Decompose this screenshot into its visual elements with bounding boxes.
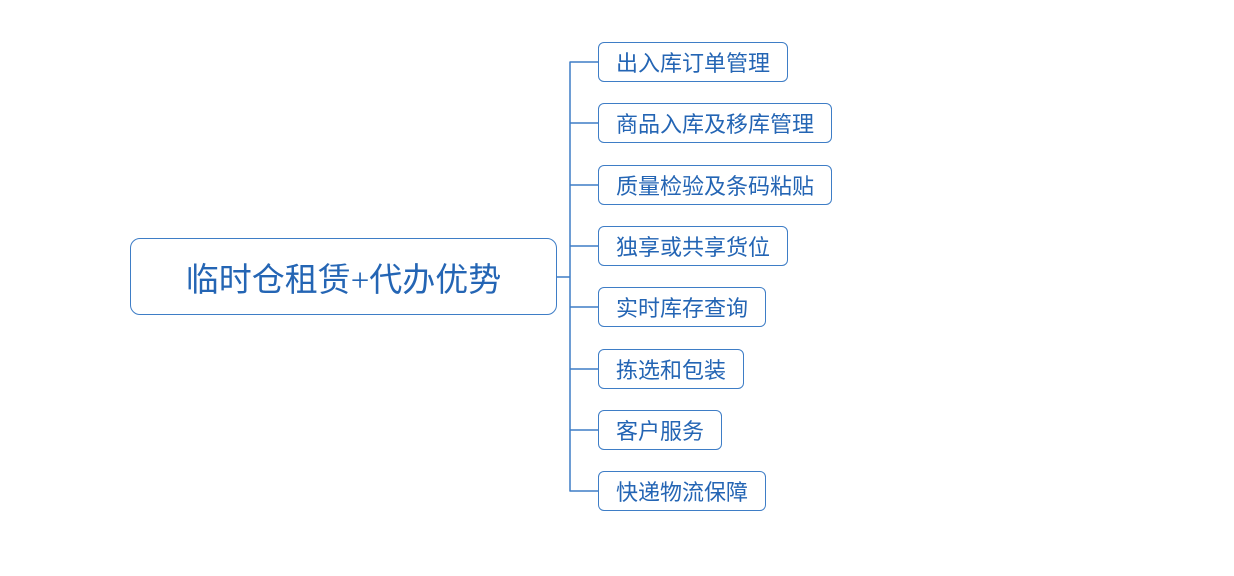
branch-node-label: 商品入库及移库管理 (616, 112, 815, 137)
branch-node-label: 质量检验及条码粘贴 (616, 174, 815, 199)
branch-node[interactable]: 商品入库及移库管理 (598, 103, 833, 143)
branch-node[interactable]: 质量检验及条码粘贴 (598, 165, 833, 205)
branch-node-label: 快递物流保障 (616, 480, 749, 505)
branch-node-label: 拣选和包装 (616, 358, 727, 383)
branch-node-label: 客户服务 (616, 419, 705, 444)
root-node[interactable]: 临时仓租赁+代办优势 (130, 238, 557, 315)
branch-node[interactable]: 拣选和包装 (598, 349, 745, 389)
branch-node[interactable]: 快递物流保障 (598, 471, 767, 511)
branch-node[interactable]: 出入库订单管理 (598, 42, 789, 82)
branch-node[interactable]: 客户服务 (598, 410, 723, 450)
branch-node[interactable]: 实时库存查询 (598, 287, 767, 327)
branch-node[interactable]: 独享或共享货位 (598, 226, 789, 266)
branch-node-label: 出入库订单管理 (616, 51, 771, 76)
branch-node-label: 实时库存查询 (616, 296, 749, 321)
branch-node-label: 独享或共享货位 (616, 235, 771, 260)
root-node-label: 临时仓租赁+代办优势 (185, 262, 502, 299)
